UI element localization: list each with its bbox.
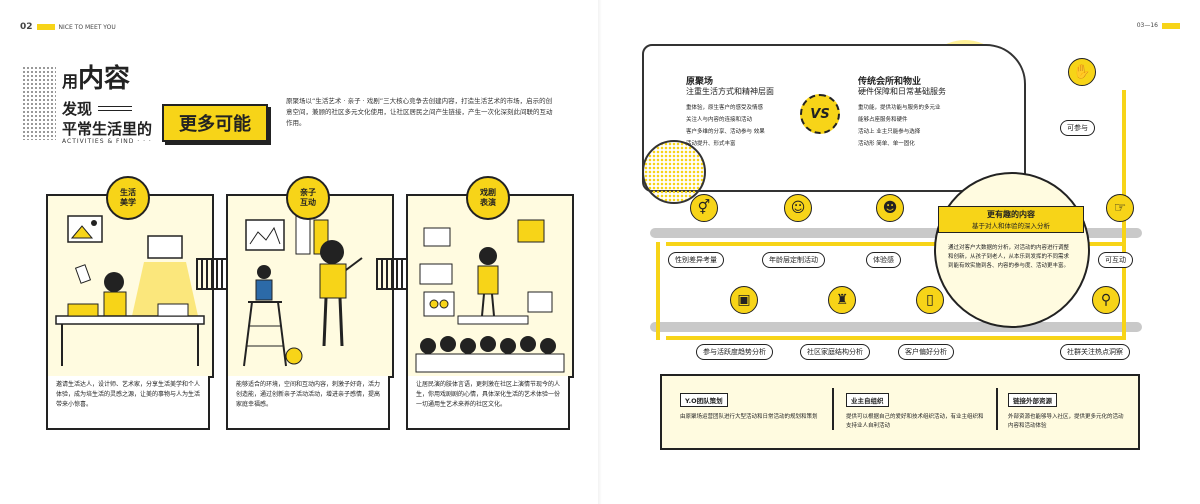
center-body: 通过对客户大数据的分析，对活动的内容进行调整和创新，从孩子到老人，从本乐到发挥的… [948,245,1070,269]
magnifier-icon: ⚲ [1092,286,1120,314]
header-marker-right [1162,22,1180,29]
lower-track [650,322,1142,332]
title-main: 内容 [78,64,131,94]
compare-right-list: 重功能，提供功能与服务的多元业 能够占座服务和硬件 活动上 业主只能参与选择 活… [858,102,941,150]
lower-yellow-line [666,336,1126,340]
panel-connector-1 [196,258,228,290]
compare-left-item: 重体验，原生客户的感受及情感 [686,105,764,111]
center-subtitle: 基于对人和体验的深入分析 [972,222,1050,230]
compare-left-sub: 注重生活方式和精神层面 [686,87,774,96]
compare-left-title: 原聚场 [686,77,714,87]
title-prefix: 用 [62,72,79,91]
compare-left-item: 活动提升、形式丰富 [686,141,736,147]
title-line-3: 平常生活里的 [62,120,153,138]
left-yellow-line [656,242,660,340]
couple-icon: ⚥ [690,194,718,222]
panel-life [46,194,214,378]
source-divider [832,388,834,430]
title-highlight: 更多可能 [162,104,268,142]
compare-right-item: 活动上 业主只能参与选择 [858,129,921,135]
family-interaction-illustration [243,213,363,367]
phone-icon: ▯ [916,286,944,314]
title-subtitle: ACTIVITIES & FIND · · · [62,138,152,145]
compare-left-item: 客户多维的分享、活动参与 效果 [686,129,765,135]
feature-experience: 体验感 [866,252,901,268]
left-page-number: 02 [20,22,33,32]
vs-badge: VS [800,94,840,134]
compare-right-item: 重功能，提供功能与服务的多元业 [858,105,941,111]
hand-icon: ✋ [1068,58,1096,86]
spine [598,0,602,504]
feature-can-participate: 可参与 [1060,120,1095,136]
drama-performance-illustration [415,219,565,373]
upper-track [650,228,1142,238]
center-heading: 更有趣的内容 基于对人和体验的深入分析 [938,206,1084,233]
feature-preference: 客户偏好分析 [898,344,954,360]
title-line-1: 用 内容 [62,66,130,92]
compare-right-sub: 硬件保障和日常基础服务 [858,87,946,96]
source-col-1: Y.O团队策划 由原聚场运营团队进行大型活动和日常活动的规划和策划 [680,388,820,422]
right-header: 03—16 [1137,22,1180,29]
compare-right-title: 传统会所和物业 [858,77,922,87]
center-circle [934,172,1090,328]
upper-yellow-line [666,242,1126,246]
compare-left-list: 重体验，原生客户的感受及情感 关注人与内容的连接和活动 客户多维的分享、活动参与… [686,102,765,150]
left-header: 02 NICE TO MEET YOU [20,22,116,32]
sources-box [660,374,1140,450]
compare-right-item: 活动形 简单、单一固化 [858,141,915,147]
caption-family: 能够适合的环境，空间和互动内容，刺激子好奇，活力创造能，通过创新亲子活动活动，增… [226,376,390,430]
people-icon: ☺ [784,194,812,222]
header-marker [36,24,55,30]
right-page-number: 03—16 [1136,22,1158,29]
smile-icon: ☻ [876,194,904,222]
left-header-tag: NICE TO MEET YOU [58,23,116,31]
panel-family [226,194,394,378]
feature-hotspot: 社群关注热点洞察 [1060,344,1130,360]
center-title: 更有趣的内容 [987,210,1035,219]
bubble-curl [642,140,706,204]
title-line-2: 发现 [62,98,133,119]
feature-family: 社区家庭结构分析 [800,344,870,360]
badge-drama: 戏剧表演 [466,176,510,220]
feature-age: 年龄层定制活动 [762,252,825,268]
feature-interactive: 可互动 [1098,252,1133,268]
source-divider [996,388,998,430]
badge-family: 亲子互动 [286,176,330,220]
interact-icon: ☞ [1106,194,1134,222]
title-line-2-text: 发现 [62,100,93,118]
title-rule [98,106,133,111]
compare-right-item: 能够占座服务和硬件 [858,117,908,123]
source-tag: Y.O团队策划 [680,393,728,407]
source-text: 外部资源也能够导入社区，提供更多元化的活动内容和活动体验 [1008,414,1124,429]
compare-left-item: 关注人与内容的连接和活动 [686,117,753,123]
source-text: 提供可以根据自己的爱好和技术组织活动，有业主组织和支持业人自利活动 [846,414,984,429]
source-text: 由原聚场运营团队进行大型活动和日常活动的规划和策划 [680,414,818,420]
monitor-icon: ▣ [730,286,758,314]
feature-gender: 性别差异考量 [668,252,724,268]
dot-pattern [22,66,56,140]
feature-trend: 参与活跃度趋势分析 [696,344,773,360]
intro-paragraph: 原聚场以“生活艺术 · 亲子 · 戏剧”三大核心竞争去创建内容，打造生活艺术的市… [286,97,553,127]
panel-connector-2 [376,258,408,290]
source-col-3: 链接外部资源 外部资源也能够导入社区，提供更多元化的活动内容和活动体验 [1008,388,1128,431]
life-aesthetics-illustration [55,215,205,366]
panel-drama [406,194,574,378]
caption-drama: 让居民演的肢体言语，更刺激在社区上演情节现今的人生，你用戏剧剧的心情，具体深化生… [406,376,570,430]
badge-life: 生活美学 [106,176,150,220]
caption-life: 邀请生活达人，设计师、艺术家，分享生活美学和个人体验，成为培生活的灵感之源，让美… [46,376,210,430]
source-tag: 业主自组织 [846,393,889,407]
source-tag: 链接外部资源 [1008,393,1057,407]
family-icon: ♜ [828,286,856,314]
source-col-2: 业主自组织 提供可以根据自己的爱好和技术组织活动，有业主组织和支持业人自利活动 [846,388,986,431]
